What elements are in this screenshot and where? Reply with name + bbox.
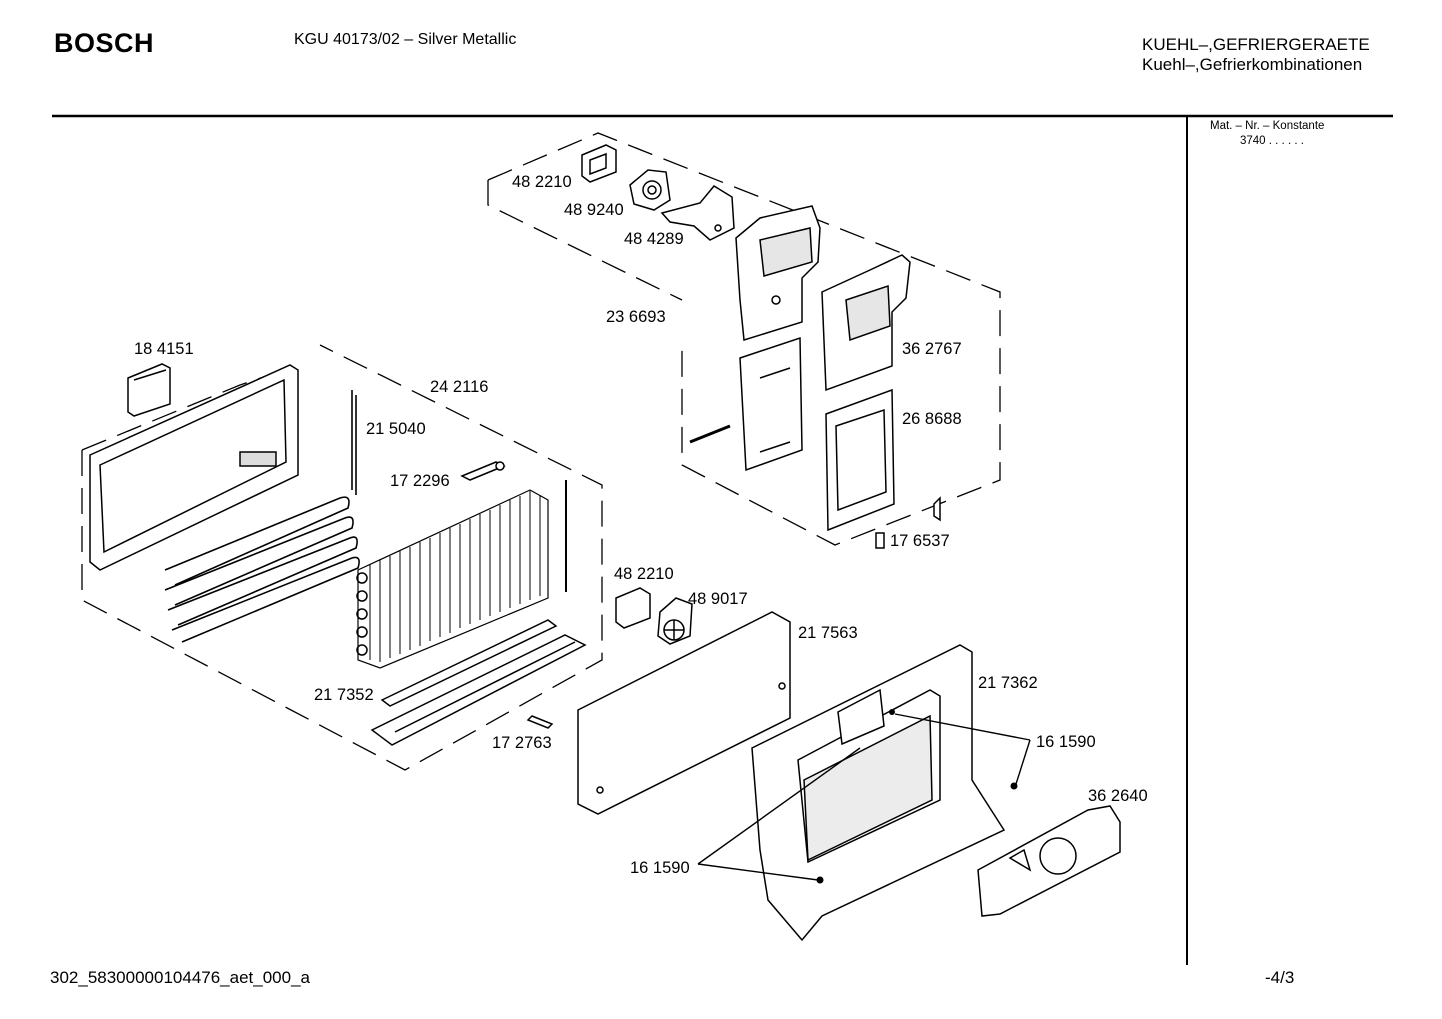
label-161590-right: 16 1590 bbox=[1036, 733, 1096, 751]
label-482210-top: 48 2210 bbox=[512, 173, 572, 191]
air-duct-plate-right bbox=[825, 388, 895, 532]
document-id: 302_58300000104476_aet_000_a bbox=[50, 968, 310, 987]
sensor-172296 bbox=[460, 461, 506, 481]
label-184151: 18 4151 bbox=[134, 340, 194, 358]
heater-rod-172763 bbox=[526, 715, 554, 729]
air-duct-plate-left bbox=[739, 336, 803, 472]
category-subtitle: Kuehl–,Gefrierkombinationen bbox=[1142, 55, 1363, 74]
fan-duct-group-outline bbox=[487, 132, 1001, 546]
label-362640: 36 2640 bbox=[1088, 787, 1148, 805]
mount-bracket-top bbox=[660, 185, 735, 241]
cover-plate-217563 bbox=[577, 611, 791, 815]
evaporator-fins bbox=[356, 489, 549, 669]
fan-motor-bracket-top bbox=[581, 144, 617, 183]
fan-motor-top bbox=[629, 169, 671, 211]
label-172763: 17 2763 bbox=[492, 734, 552, 752]
leader-lines-161590 bbox=[697, 713, 1031, 881]
small-clip-176537 bbox=[875, 496, 941, 549]
label-172296: 17 2296 bbox=[390, 472, 450, 490]
back-panel-frame bbox=[89, 364, 299, 571]
label-217563: 21 7563 bbox=[798, 624, 858, 642]
mat-nr-label: Mat. – Nr. – Konstante bbox=[1210, 120, 1325, 132]
duct-housing-217362 bbox=[751, 644, 1006, 942]
label-215040: 21 5040 bbox=[366, 420, 426, 438]
category-title: KUEHL–,GEFRIERGERAETE bbox=[1142, 35, 1370, 54]
label-217362: 21 7362 bbox=[978, 674, 1038, 692]
label-268688: 26 8688 bbox=[902, 410, 962, 428]
air-duct-cover-right bbox=[821, 254, 911, 392]
label-161590-bottom: 16 1590 bbox=[630, 859, 690, 877]
fan-motor-489017 bbox=[657, 597, 693, 645]
fan-motor-bracket-mid bbox=[615, 587, 651, 629]
seal-strip bbox=[689, 424, 731, 444]
model-title: KGU 40173/02 – Silver Metallic bbox=[294, 31, 517, 48]
defrost-heater-coils bbox=[164, 390, 360, 643]
label-489017: 48 9017 bbox=[688, 590, 748, 608]
air-duct-upper bbox=[735, 205, 821, 341]
page-number: -4/3 bbox=[1265, 968, 1295, 987]
mat-nr-value: 3740 . . . . . . bbox=[1240, 135, 1304, 147]
label-484289: 48 4289 bbox=[624, 230, 684, 248]
drip-tray-217352 bbox=[370, 619, 587, 746]
label-176537: 17 6537 bbox=[890, 532, 950, 550]
screw-right bbox=[816, 709, 1018, 884]
label-482210-mid: 48 2210 bbox=[614, 565, 674, 583]
label-236693: 23 6693 bbox=[606, 308, 666, 326]
label-362767: 36 2767 bbox=[902, 340, 962, 358]
brand-logo: BOSCH bbox=[54, 28, 155, 58]
sensor-box-184151 bbox=[127, 363, 171, 417]
label-217352: 21 7352 bbox=[314, 686, 374, 704]
label-489240: 48 9240 bbox=[564, 201, 624, 219]
label-242116: 24 2116 bbox=[430, 378, 488, 396]
cover-362640 bbox=[977, 805, 1121, 917]
